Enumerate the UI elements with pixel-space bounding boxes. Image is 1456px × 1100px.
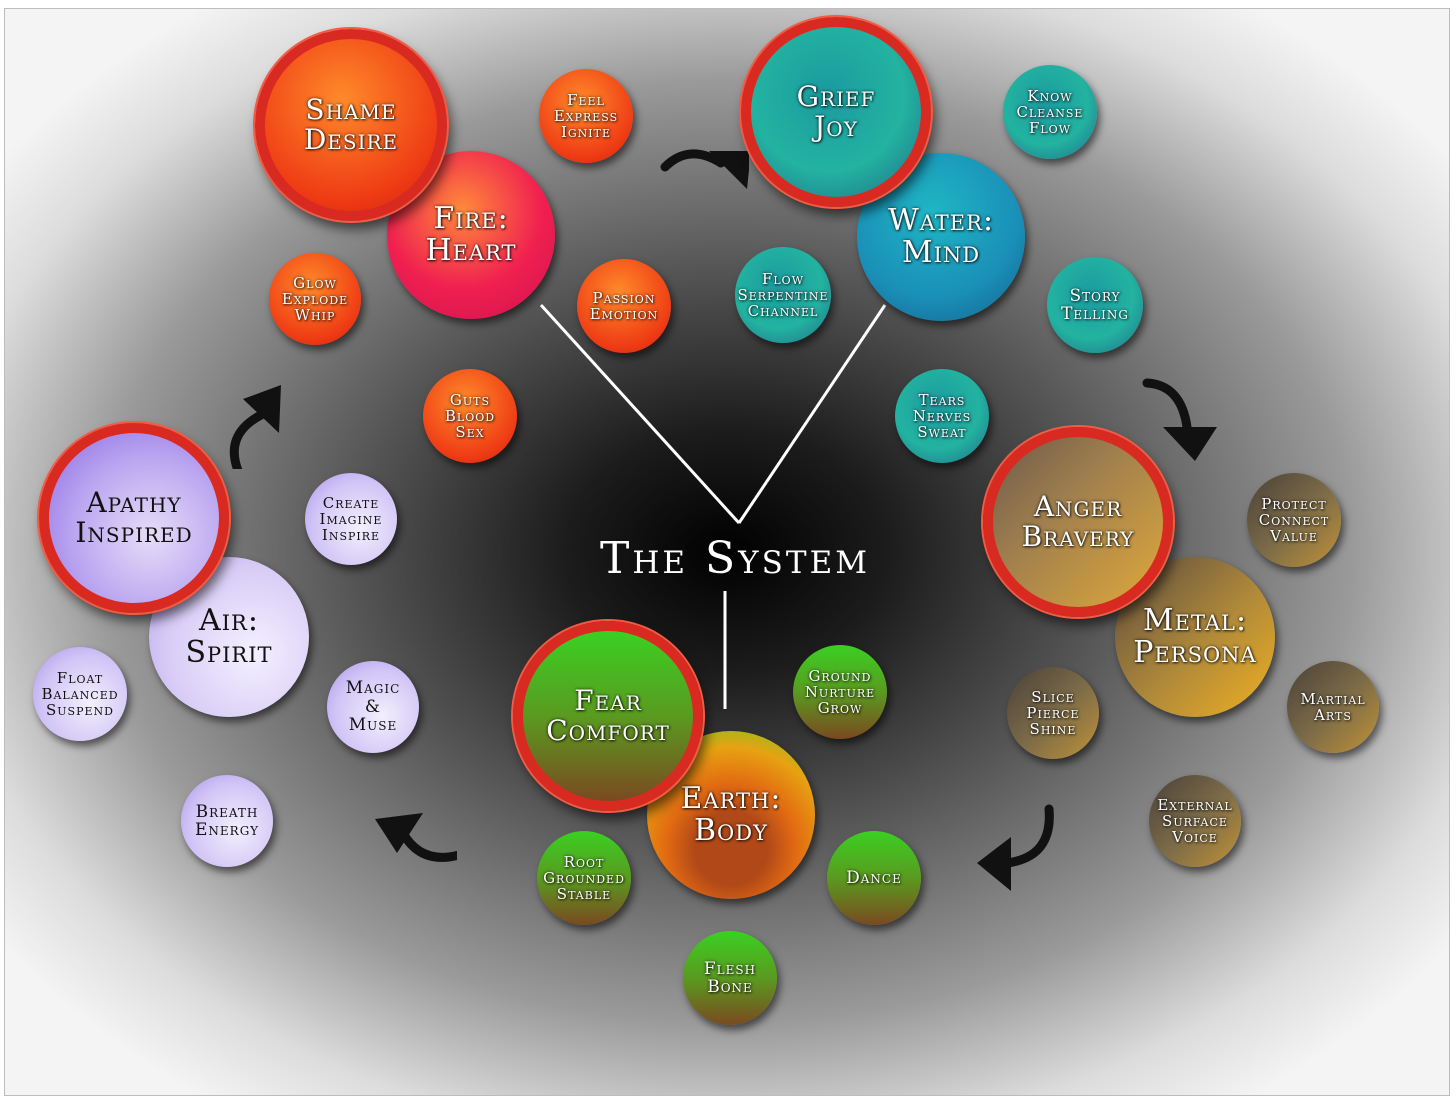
fire-connector [539, 303, 741, 525]
water-trait-know: Know Cleanse Flow [1003, 65, 1097, 159]
water-mind-label: Water: Mind [887, 202, 995, 270]
metal-trait-martial: Martial Arts [1287, 661, 1379, 753]
arrow-fire-to-water [660, 149, 749, 189]
metal-trait-external: External Surface Voice [1149, 775, 1241, 867]
fire-trait-feel-label: Feel Express Ignite [553, 90, 619, 142]
fire-trait-passion: Passion Emotion [577, 259, 671, 353]
earth-trait-root-label: Root Grounded Stable [543, 852, 625, 904]
water-trait-flow-label: Flow Serpentine Channel [737, 269, 829, 321]
arrow-air-to-fire [229, 385, 281, 469]
grief-joy-circle: Grief Joy [741, 17, 931, 207]
water-trait-know-label: Know Cleanse Flow [1016, 86, 1084, 138]
anger-bravery-circle: Anger Bravery [983, 427, 1173, 617]
water-trait-tears-label: Tears Nerves Sweat [912, 390, 972, 442]
metal-trait-protect-label: Protect Connect Value [1258, 494, 1330, 546]
earth-trait-dance: Dance [827, 831, 921, 925]
water-connector [737, 304, 887, 524]
earth-trait-flesh-label: Flesh Bone [703, 958, 757, 997]
metal-trait-external-label: External Surface Voice [1157, 795, 1233, 847]
diagram-title: The System [600, 533, 870, 584]
earth-body-label: Earth: Body [680, 780, 782, 848]
air-trait-float: Float Balanced Suspend [33, 647, 127, 741]
fire-trait-glow-label: Glow Explode Whip [281, 273, 349, 325]
arrow-water-to-metal [1142, 378, 1217, 461]
air-trait-create: Create Imagine Inspire [305, 473, 397, 565]
metal-trait-martial-label: Martial Arts [1300, 689, 1366, 724]
water-trait-tears: Tears Nerves Sweat [895, 369, 989, 463]
air-trait-breath-label: Breath Energy [194, 801, 259, 840]
shame-desire-circle: Shame Desire [255, 29, 447, 221]
anger-bravery-label: Anger Bravery [1021, 489, 1135, 553]
apathy-inspired-label: Apathy Inspired [75, 485, 193, 549]
water-trait-flow: Flow Serpentine Channel [735, 247, 831, 343]
fire-trait-passion-label: Passion Emotion [589, 288, 659, 323]
air-spirit-label: Air: Spirit [185, 602, 273, 670]
metal-trait-slice-label: Slice Pierce Shine [1026, 687, 1080, 739]
grief-joy-label: Grief Joy [796, 79, 876, 143]
arrow-metal-to-earth [977, 804, 1054, 891]
fear-comfort-label: Fear Comfort [546, 683, 670, 747]
metal-trait-slice: Slice Pierce Shine [1007, 667, 1099, 759]
apathy-inspired-circle: Apathy Inspired [39, 423, 229, 613]
earth-trait-dance-label: Dance [846, 867, 902, 888]
fire-trait-feel: Feel Express Ignite [539, 69, 633, 163]
fire-trait-glow: Glow Explode Whip [269, 253, 361, 345]
earth-trait-root: Root Grounded Stable [537, 831, 631, 925]
air-trait-breath: Breath Energy [181, 775, 273, 867]
metal-trait-protect: Protect Connect Value [1247, 473, 1341, 567]
earth-trait-ground-label: Ground Nurture Grow [804, 666, 876, 718]
fire-trait-guts-label: Guts Blood Sex [444, 390, 496, 442]
air-trait-magic-label: Magic & Muse [345, 678, 401, 736]
fear-comfort-circle: Fear Comfort [513, 621, 703, 811]
fire-heart-label: Fire: Heart [425, 200, 517, 268]
earth-trait-ground: Ground Nurture Grow [793, 645, 887, 739]
metal-persona-label: Metal: Persona [1133, 602, 1257, 670]
arrow-earth-to-air [375, 813, 457, 862]
water-trait-story-label: Story Telling [1061, 285, 1129, 324]
water-trait-story: Story Telling [1047, 257, 1143, 353]
air-trait-create-label: Create Imagine Inspire [319, 493, 383, 545]
air-spirit-circle: Air: Spirit [149, 557, 309, 717]
earth-trait-flesh: Flesh Bone [683, 931, 777, 1025]
shame-desire-label: Shame Desire [303, 92, 399, 156]
fire-trait-guts: Guts Blood Sex [423, 369, 517, 463]
connector-lines [539, 303, 887, 709]
diagram-canvas: The System Fire: Heart Shame Desire Feel… [4, 8, 1450, 1096]
air-trait-float-label: Float Balanced Suspend [41, 668, 119, 720]
air-trait-magic: Magic & Muse [327, 661, 419, 753]
